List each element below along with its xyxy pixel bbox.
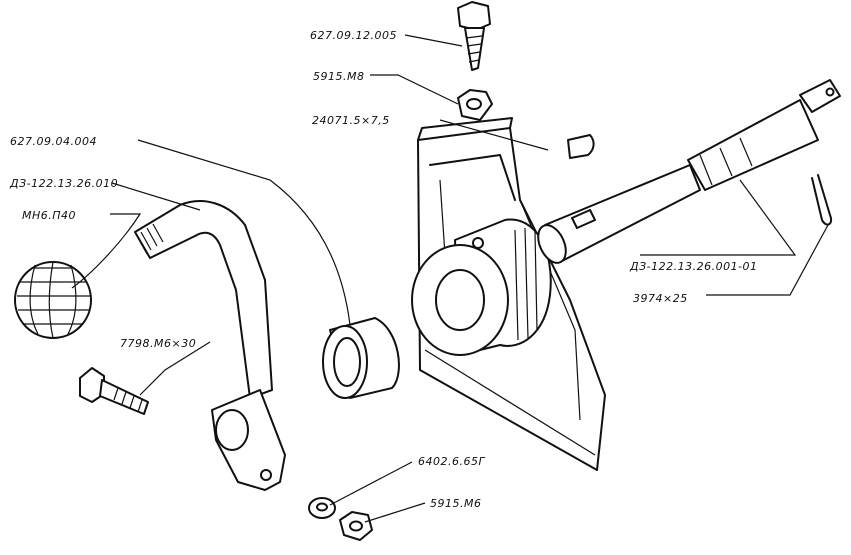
lever (134, 200, 286, 491)
washer (308, 497, 336, 519)
bushing (322, 317, 400, 399)
label-lever: ДЗ-122.13.26.010 (9, 177, 118, 190)
leader-lines (71, 34, 829, 523)
label-knob: МН6.П40 (22, 209, 76, 222)
nut-m8 (457, 89, 493, 121)
cotter-pin (811, 174, 832, 226)
label-nut-m8: 5915.M8 (313, 70, 364, 83)
bolt-top (457, 1, 491, 71)
woodruff-key (567, 134, 595, 159)
label-bolt-top: 627.09.12.005 (310, 29, 397, 42)
label-bolt-m6: 7798.М6×30 (120, 337, 196, 350)
label-washer: 6402.6.65Г (418, 455, 485, 468)
label-bushing: 627.09.04.004 (10, 135, 97, 148)
label-key: 24071.5×7,5 (312, 114, 390, 127)
nut-m6 (339, 511, 373, 541)
collar-ring (411, 218, 552, 356)
part-labels: 627.09.12.005 5915.M8 24071.5×7,5 627.09… (9, 29, 758, 510)
label-cotter-pin: 3974×25 (633, 292, 688, 305)
shaft (537, 79, 841, 264)
label-shaft: ДЗ-122.13.26.001-01 (629, 260, 758, 273)
knob-ball (14, 261, 92, 339)
bolt-m6 (79, 367, 149, 415)
label-nut-m6: 5915.М6 (430, 497, 481, 510)
